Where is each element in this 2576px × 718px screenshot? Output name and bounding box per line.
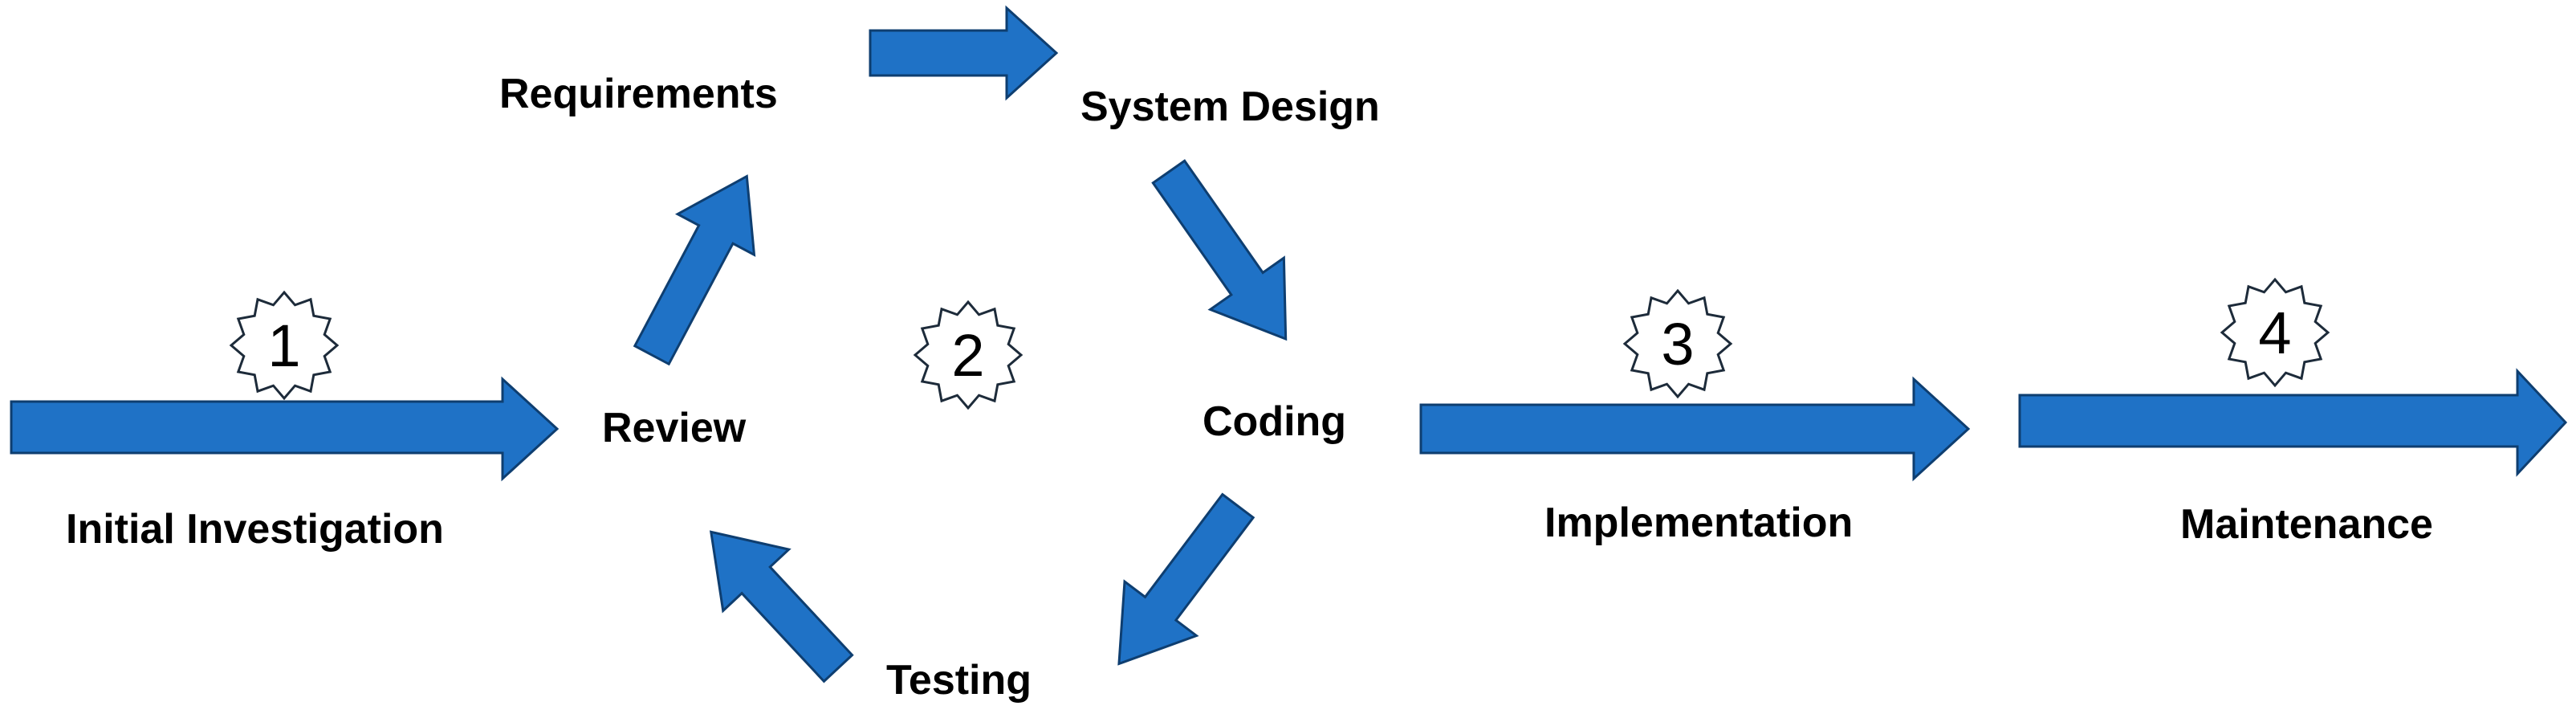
starburst-badge-icon [229,290,340,401]
stage-label-review: Review [602,405,747,451]
stage-label-maintenance: Maintenance [2180,501,2433,548]
phase-2-number: 2 [951,322,984,389]
phase-4-badge: 4 [2220,277,2330,388]
phase-4-number: 4 [2258,300,2291,366]
stage-label-system-design: System Design [1080,84,1380,130]
stage-label-initial-investigation: Initial Investigation [66,506,444,553]
phase-3-number: 3 [1661,311,1694,377]
stage-label-testing: Testing [886,657,1032,704]
requirements-to-system-design-arrow-icon [869,5,1059,101]
starburst-badge-icon [1622,288,1733,399]
phase-1-badge: 1 [229,290,340,401]
starburst-badge-icon [913,300,1023,410]
system-design-to-coding-arrow-icon [1151,159,1288,341]
maintenance-arrow-icon [2018,368,2568,477]
stage-label-requirements: Requirements [499,71,778,117]
phase-3-badge: 3 [1622,288,1733,399]
testing-to-review-arrow-icon [709,530,854,683]
stage-label-coding: Coding [1203,398,1346,445]
stage-label-implementation: Implementation [1544,500,1853,546]
phase-2-badge: 2 [913,300,1023,410]
coding-to-testing-arrow-icon [1117,492,1255,666]
review-to-requirements-arrow-icon [633,174,756,366]
implementation-arrow-icon [1419,376,1971,482]
phase-1-number: 1 [267,312,300,379]
initial-investigation-arrow-icon [10,376,560,482]
starburst-badge-icon [2220,277,2330,388]
